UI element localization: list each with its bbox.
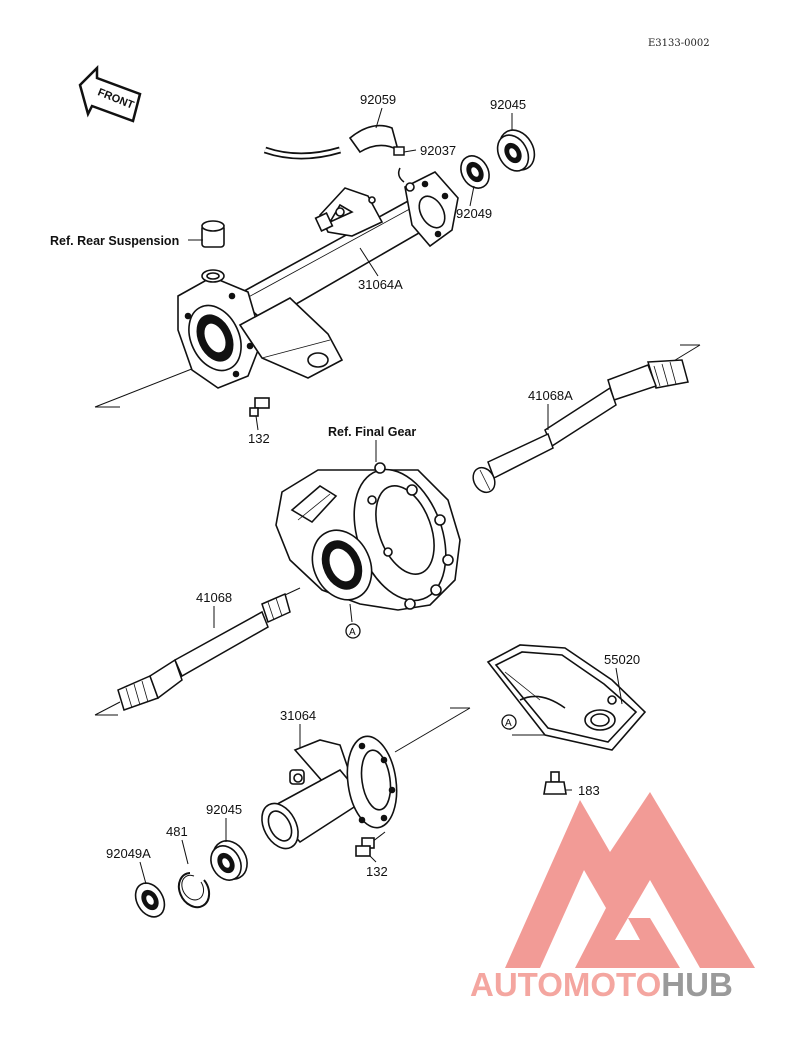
- label-92059: 92059: [360, 92, 396, 107]
- callout-marker-a-case: A: [345, 623, 361, 639]
- watermark-part1: AUTOMOTO: [470, 966, 661, 1003]
- label-92049A: 92049A: [106, 846, 151, 861]
- svg-text:A: A: [349, 627, 356, 638]
- skid-plate-55020: [486, 644, 647, 751]
- bolt-132-top: [249, 397, 270, 417]
- circlip-481: [177, 872, 211, 909]
- label-92045-top: 92045: [490, 97, 526, 112]
- label-92037: 92037: [420, 143, 456, 158]
- oil-seal-92049A: [134, 882, 166, 918]
- label-92045-bottom: 92045: [206, 802, 242, 817]
- label-481: 481: [166, 824, 188, 839]
- label-41068: 41068: [196, 590, 232, 605]
- front-arrow-icon: FRONT: [78, 64, 142, 123]
- bolt-183: [543, 771, 567, 795]
- label-92049: 92049: [456, 206, 492, 221]
- bearing-92045-top: [496, 129, 536, 172]
- label-31064: 31064: [280, 708, 316, 723]
- bolt-132-bottom: [355, 831, 386, 857]
- label-132-top: 132: [248, 431, 270, 446]
- label-31064A: 31064A: [358, 277, 403, 292]
- axle-housing-31064: [261, 707, 471, 850]
- watermark-part2: HUB: [661, 966, 733, 1003]
- label-ref-final-gear: Ref. Final Gear: [328, 425, 416, 439]
- automotohub-logo-icon: [505, 792, 755, 968]
- label-55020: 55020: [604, 652, 640, 667]
- label-ref-rear-suspension: Ref. Rear Suspension: [50, 234, 179, 248]
- label-41068A: 41068A: [528, 388, 573, 403]
- oil-seal-92049: [460, 155, 490, 189]
- diagram-code: E3133-0002: [648, 38, 710, 49]
- axle-shaft-41068: [94, 587, 301, 716]
- svg-text:A: A: [505, 718, 512, 729]
- label-183: 183: [578, 783, 600, 798]
- callout-marker-a-plate: A: [501, 714, 517, 730]
- axle-housing-31064A: [94, 171, 459, 408]
- label-132-bottom: 132: [366, 864, 388, 879]
- final-gear-case: [275, 462, 461, 611]
- hose-92059: [263, 124, 400, 160]
- clip-92037: [393, 146, 405, 183]
- bearing-92045-bottom: [210, 840, 248, 881]
- axle-shaft-41068A: [472, 344, 701, 494]
- watermark-text: AUTOMOTOHUB: [470, 966, 733, 1003]
